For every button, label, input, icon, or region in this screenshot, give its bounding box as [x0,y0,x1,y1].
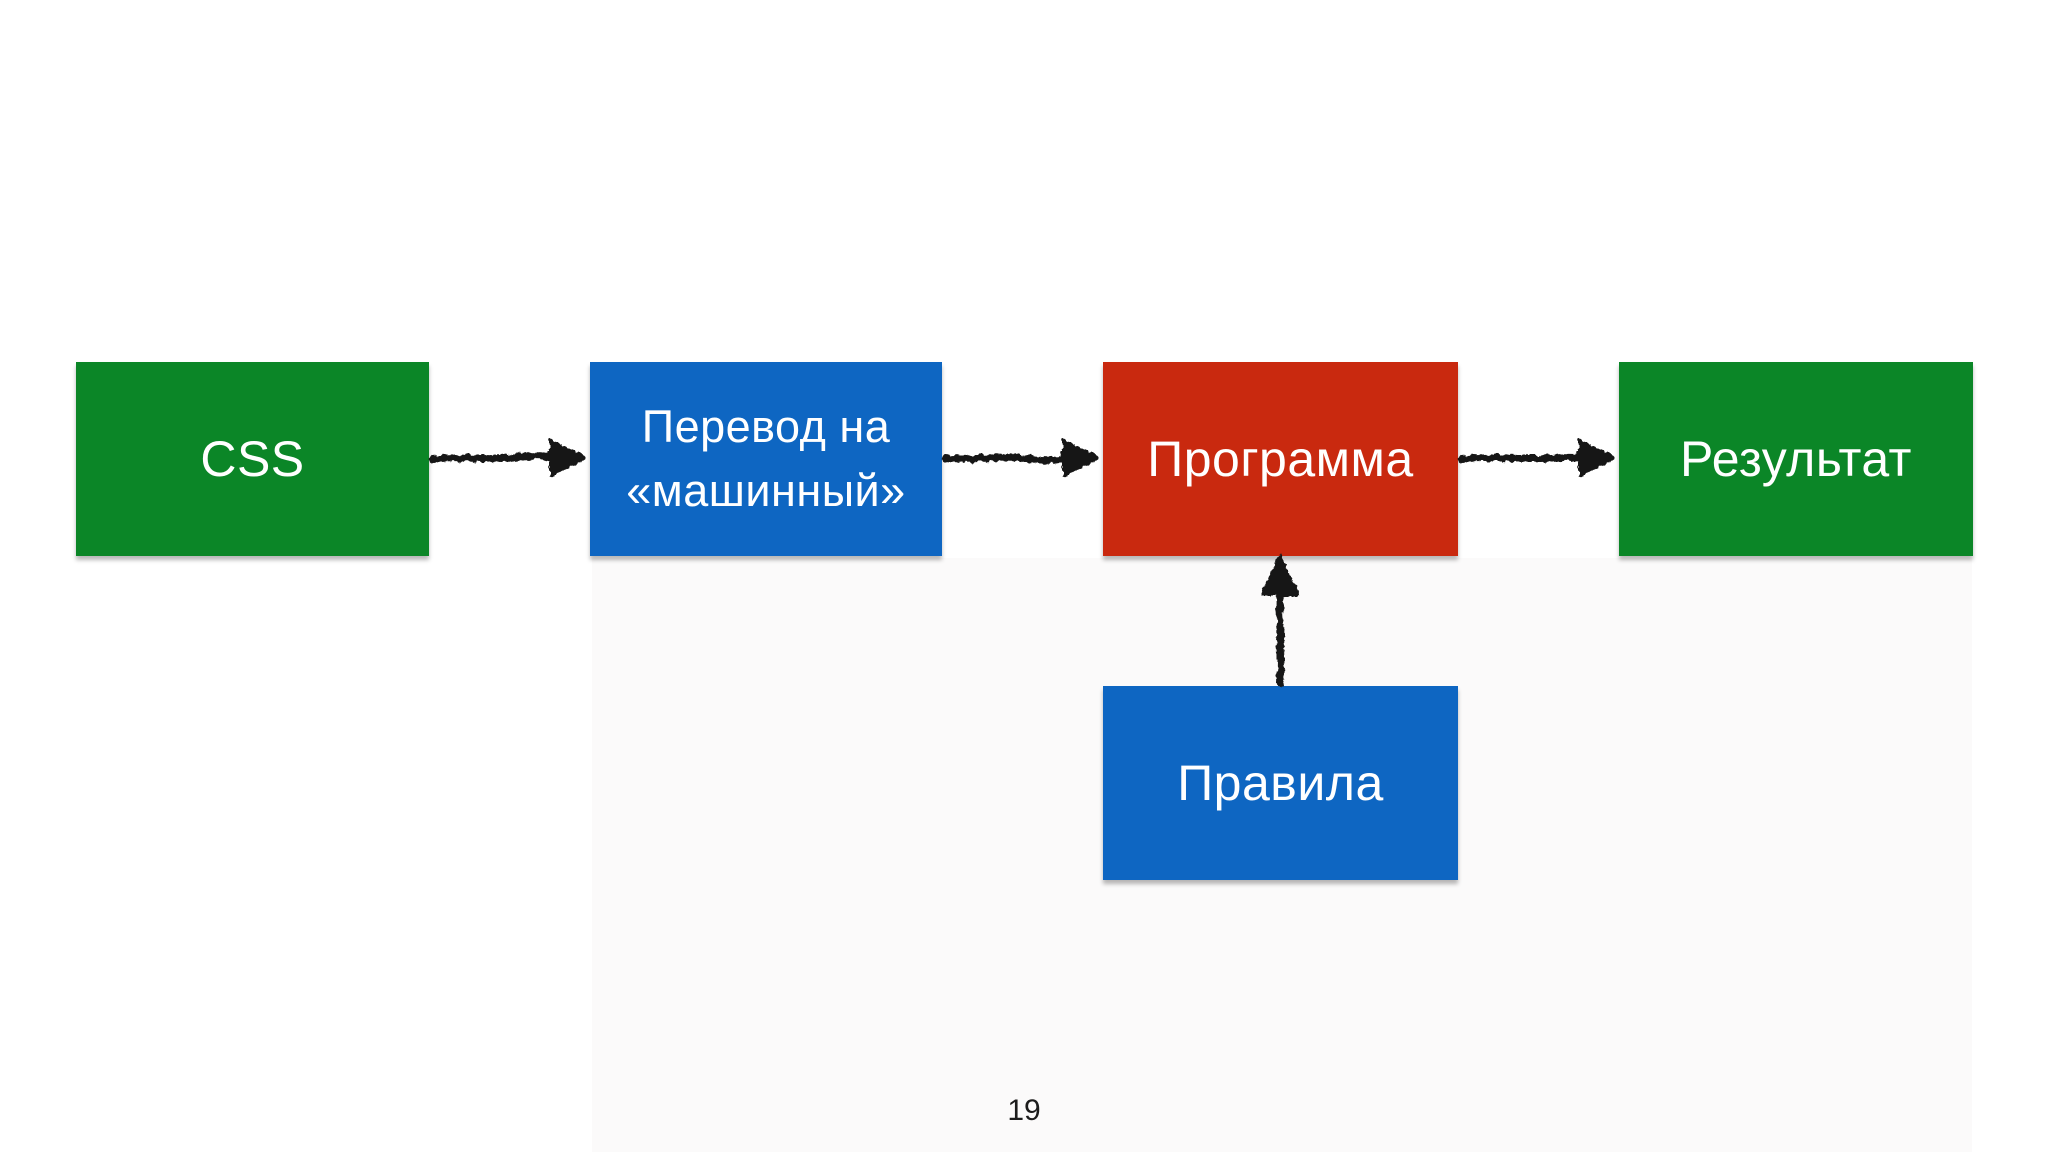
node-result-label: Результат [1680,431,1912,487]
node-rules-label: Правила [1177,755,1384,811]
node-program: Программа [1103,362,1458,556]
node-css: CSS [76,362,429,556]
node-translate: Перевод на «машинный» [590,362,942,556]
flow-arrow-rules-to-program [1260,554,1300,687]
flow-arrow-program-to-result [1458,439,1616,477]
node-css-label: CSS [200,431,305,487]
node-program-label: Программа [1147,431,1414,487]
flow-arrow-translate-to-program [942,439,1100,477]
node-translate-label: Перевод на «машинный» [626,401,906,516]
flow-arrow-css-to-translate [429,439,587,477]
node-rules: Правила [1103,686,1458,880]
node-result: Результат [1619,362,1973,556]
page-number: 19 [1007,1094,1041,1127]
